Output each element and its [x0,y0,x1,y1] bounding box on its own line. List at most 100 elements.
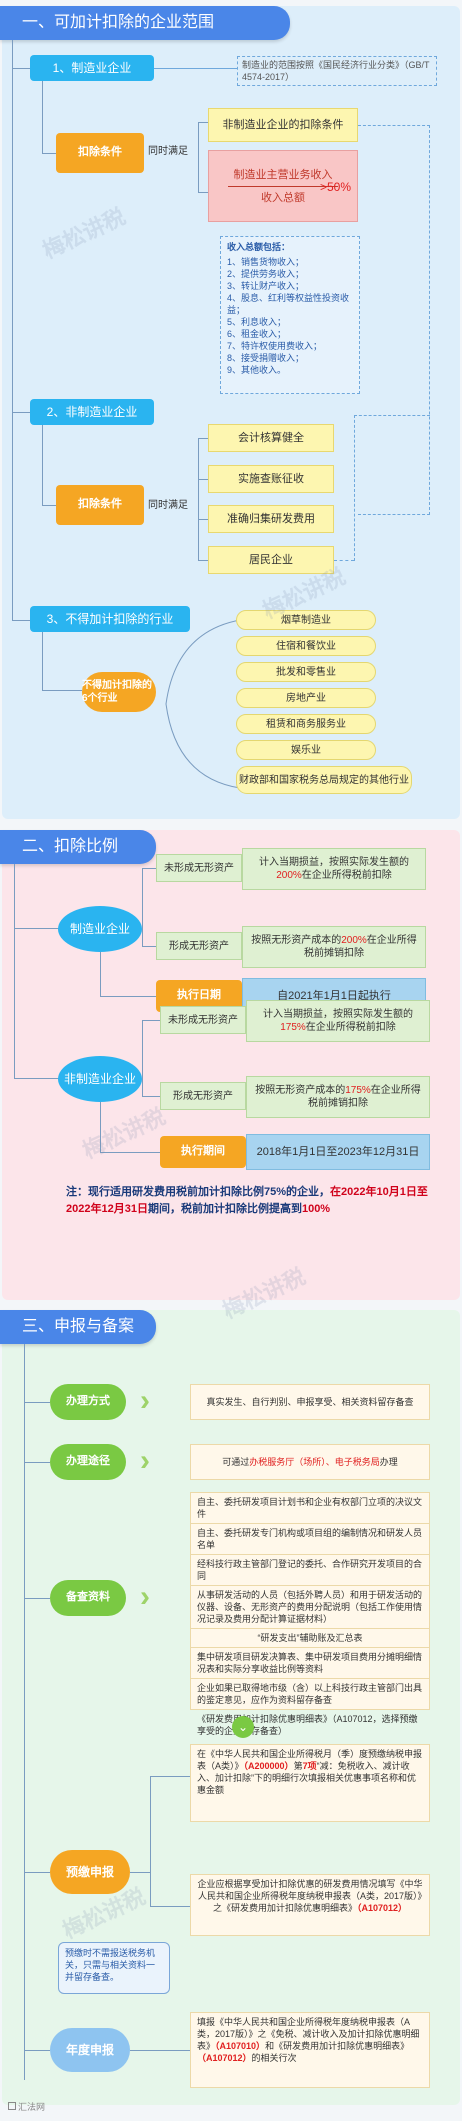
bracket-line [130,1872,150,1873]
doc-item: 《研发费用加计扣除优惠明细表》（A107012，选择预缴享受的企业留存备查） [197,1714,418,1736]
node-excluded-group: 不得加计扣除的6个行业 [82,672,156,712]
tree-line [42,690,82,691]
mfg-intangible: 形成无形资产 [156,932,242,960]
rule-text: 在企业所得税前摊销扣除 [308,1085,421,1109]
rule-percent: 175% [345,1085,371,1096]
connector [154,68,237,69]
annual-text: 填报《中华人民共和国企业所得税年度纳税申报表（A类，2017版）》之《免税、减计… [190,2012,430,2088]
simultaneous-label-2: 同时满足 [148,500,188,511]
section-title-scope: 一、可加计扣除的企业范围 [0,6,290,40]
dashed-link [358,125,430,515]
channel-text-part: 可通过 [222,1457,250,1467]
nonmfg-condition-title: 非制造业企业的扣除条件 [208,108,358,142]
node-excluded: 3、不得加计扣除的行业 [30,606,190,632]
footer-text: 汇法网 [18,2102,46,2112]
brace-curve [165,619,241,789]
tree-line [100,996,156,997]
condition-accounting: 会计核算健全 [208,424,334,452]
excluded-realestate: 房地产业 [236,688,376,708]
income-item: 6、租金收入； [227,329,287,339]
excluded-other: 财政部和国家税务总局规定的其他行业 [236,766,412,794]
tree-line [14,928,64,929]
income-item: 1、销售货物收入； [227,257,305,267]
income-item: 4、股息、红利等权益性投资收益； [227,293,350,315]
nonmfg-no-intangible: 未形成无形资产 [160,1006,246,1034]
tree-line [42,153,56,154]
doc-item: 集中研发项目研发决算表、集中研发项目费用分摊明细情况表和实际分享收益比例等资料 [191,1648,429,1679]
income-item: 7、特许权使用费收入； [227,341,323,351]
annual-text-part: 填报《中华人民共和国企业所得税年度纳税申报表（A类，2017版）》之《免税、减计… [197,2017,420,2051]
node-nonmfg-ratio: 非制造业企业 [58,1056,142,1102]
tree-line [24,1872,50,1873]
bracket-line [142,946,156,947]
bracket-line [198,438,199,560]
tree-line [24,1462,50,1463]
nonmfg-intangible: 形成无形资产 [160,1082,246,1110]
note-text: 注：现行适用研发费用税前加计扣除比例75%的企业， [66,1186,331,1198]
node-manufacturing: 1、制造业企业 [30,55,154,81]
ratio-denominator: 收入总额 [261,191,305,204]
tree-line [24,1402,50,1403]
condition-rd-costs: 准确归集研发费用 [208,505,334,533]
note-percent: 100% [301,1203,331,1215]
node-docs: 备查资料 [50,1580,126,1616]
bracket-line [198,122,199,192]
footer-brand: 汇法网 [8,2102,45,2113]
prepay-text-2: 企业应根据享受加计扣除优惠的研发费用情况填写《中华人民共和国企业所得税年度纳税申… [190,1874,430,1936]
arrow-right-icon: › [140,1444,150,1477]
tree-line [100,952,101,996]
section-title-ratio: 二、扣除比例 [0,830,156,864]
doc-item: 自主、委托研发专门机构或项目组的编制情况和研发人员名单 [191,1524,429,1555]
bracket-line [198,438,208,439]
nonmfg-no-intangible-rule: 计入当期损益，按照实际发生额的175%在企业所得税前扣除 [246,1000,430,1042]
rule-text: 在企业所得税前摊销扣除 [304,935,417,959]
bracket-line [150,1776,151,1906]
prepay-text-1: 在《中华人民共和国企业所得税月（季）度预缴纳税申报表（A类）》（A200000）… [190,1744,430,1822]
tree-line [42,505,56,506]
section-title-filing: 三、申报与备案 [0,1310,156,1344]
method-text: 真实发生、自行判别、申报享受、相关资料留存备查 [190,1384,430,1420]
node-mfg-ratio: 制造业企业 [58,906,142,952]
tree-line [12,40,13,620]
income-item: 3、转让财产收入； [227,281,305,291]
prepay-text-part: 第 [293,1761,303,1771]
tree-line [24,1598,50,1599]
bracket-line [142,868,143,946]
fraction-line [228,185,338,187]
annual-text-part: 的相关行次 [251,2053,297,2063]
ratio-box: 制造业主营业务收入 收入总额 >50% [208,150,358,222]
rule-text: 计入当期损益，按照实际发生额的 [263,1009,413,1020]
nonmfg-date-value: 2018年1月1日至2023年12月31日 [246,1134,430,1170]
ratio-value: >50% [319,180,351,194]
rule-text: 计入当期损益，按照实际发生额的 [259,857,409,868]
bracket-line [150,1906,190,1907]
rule-text: 按照无形资产成本的 [251,935,342,946]
income-item: 5、利息收入； [227,317,287,327]
bracket-line [150,1776,190,1777]
ratio-note: 注：现行适用研发费用税前加计扣除比例75%的企业，在2022年10月1日至202… [66,1184,446,1218]
bracket-line [142,1020,143,1096]
tree-line [12,412,30,413]
nonmfg-date-label: 执行期间 [160,1136,246,1168]
node-channel: 办理途径 [50,1444,126,1480]
node-condition-2: 扣除条件 [56,485,144,525]
form-code: （A107012） [197,2053,252,2063]
node-annual: 年度申报 [50,2028,130,2072]
prepay-text-part: 企业应根据享受加计扣除优惠的研发费用情况填写《中华人民共和国企业所得税年度纳税申… [197,1879,423,1913]
income-item: 2、提供劳务收入； [227,269,305,279]
dashed-link [334,560,354,561]
mfg-no-intangible-rule: 计入当期损益，按照实际发生额的200%在企业所得税前扣除 [242,848,426,890]
doc-item: 经科技行政主管部门登记的委托、合作研究开发项目的合同 [191,1555,429,1586]
excluded-retail: 批发和零售业 [236,662,376,682]
rule-percent: 200% [276,870,302,881]
income-list: 收入总额包括： 1、销售货物收入； 2、提供劳务收入； 3、转让财产收入； 4、… [220,236,360,394]
tree-line [12,620,30,621]
mfg-no-intangible: 未形成无形资产 [156,854,242,882]
bracket-line [198,192,208,193]
excluded-entertainment: 娱乐业 [236,740,376,760]
form-code: （A107012） [356,1903,408,1913]
bracket-line [198,122,208,123]
income-item: 9、其他收入。 [227,365,287,375]
prepay-text-part: 在《中华人民共和国企业所得税月（季）度预缴纳税申报表（A类）》 [197,1749,423,1771]
channel-text: 可通过办税服务厅（场所）、电子税务局办理 [190,1444,430,1480]
